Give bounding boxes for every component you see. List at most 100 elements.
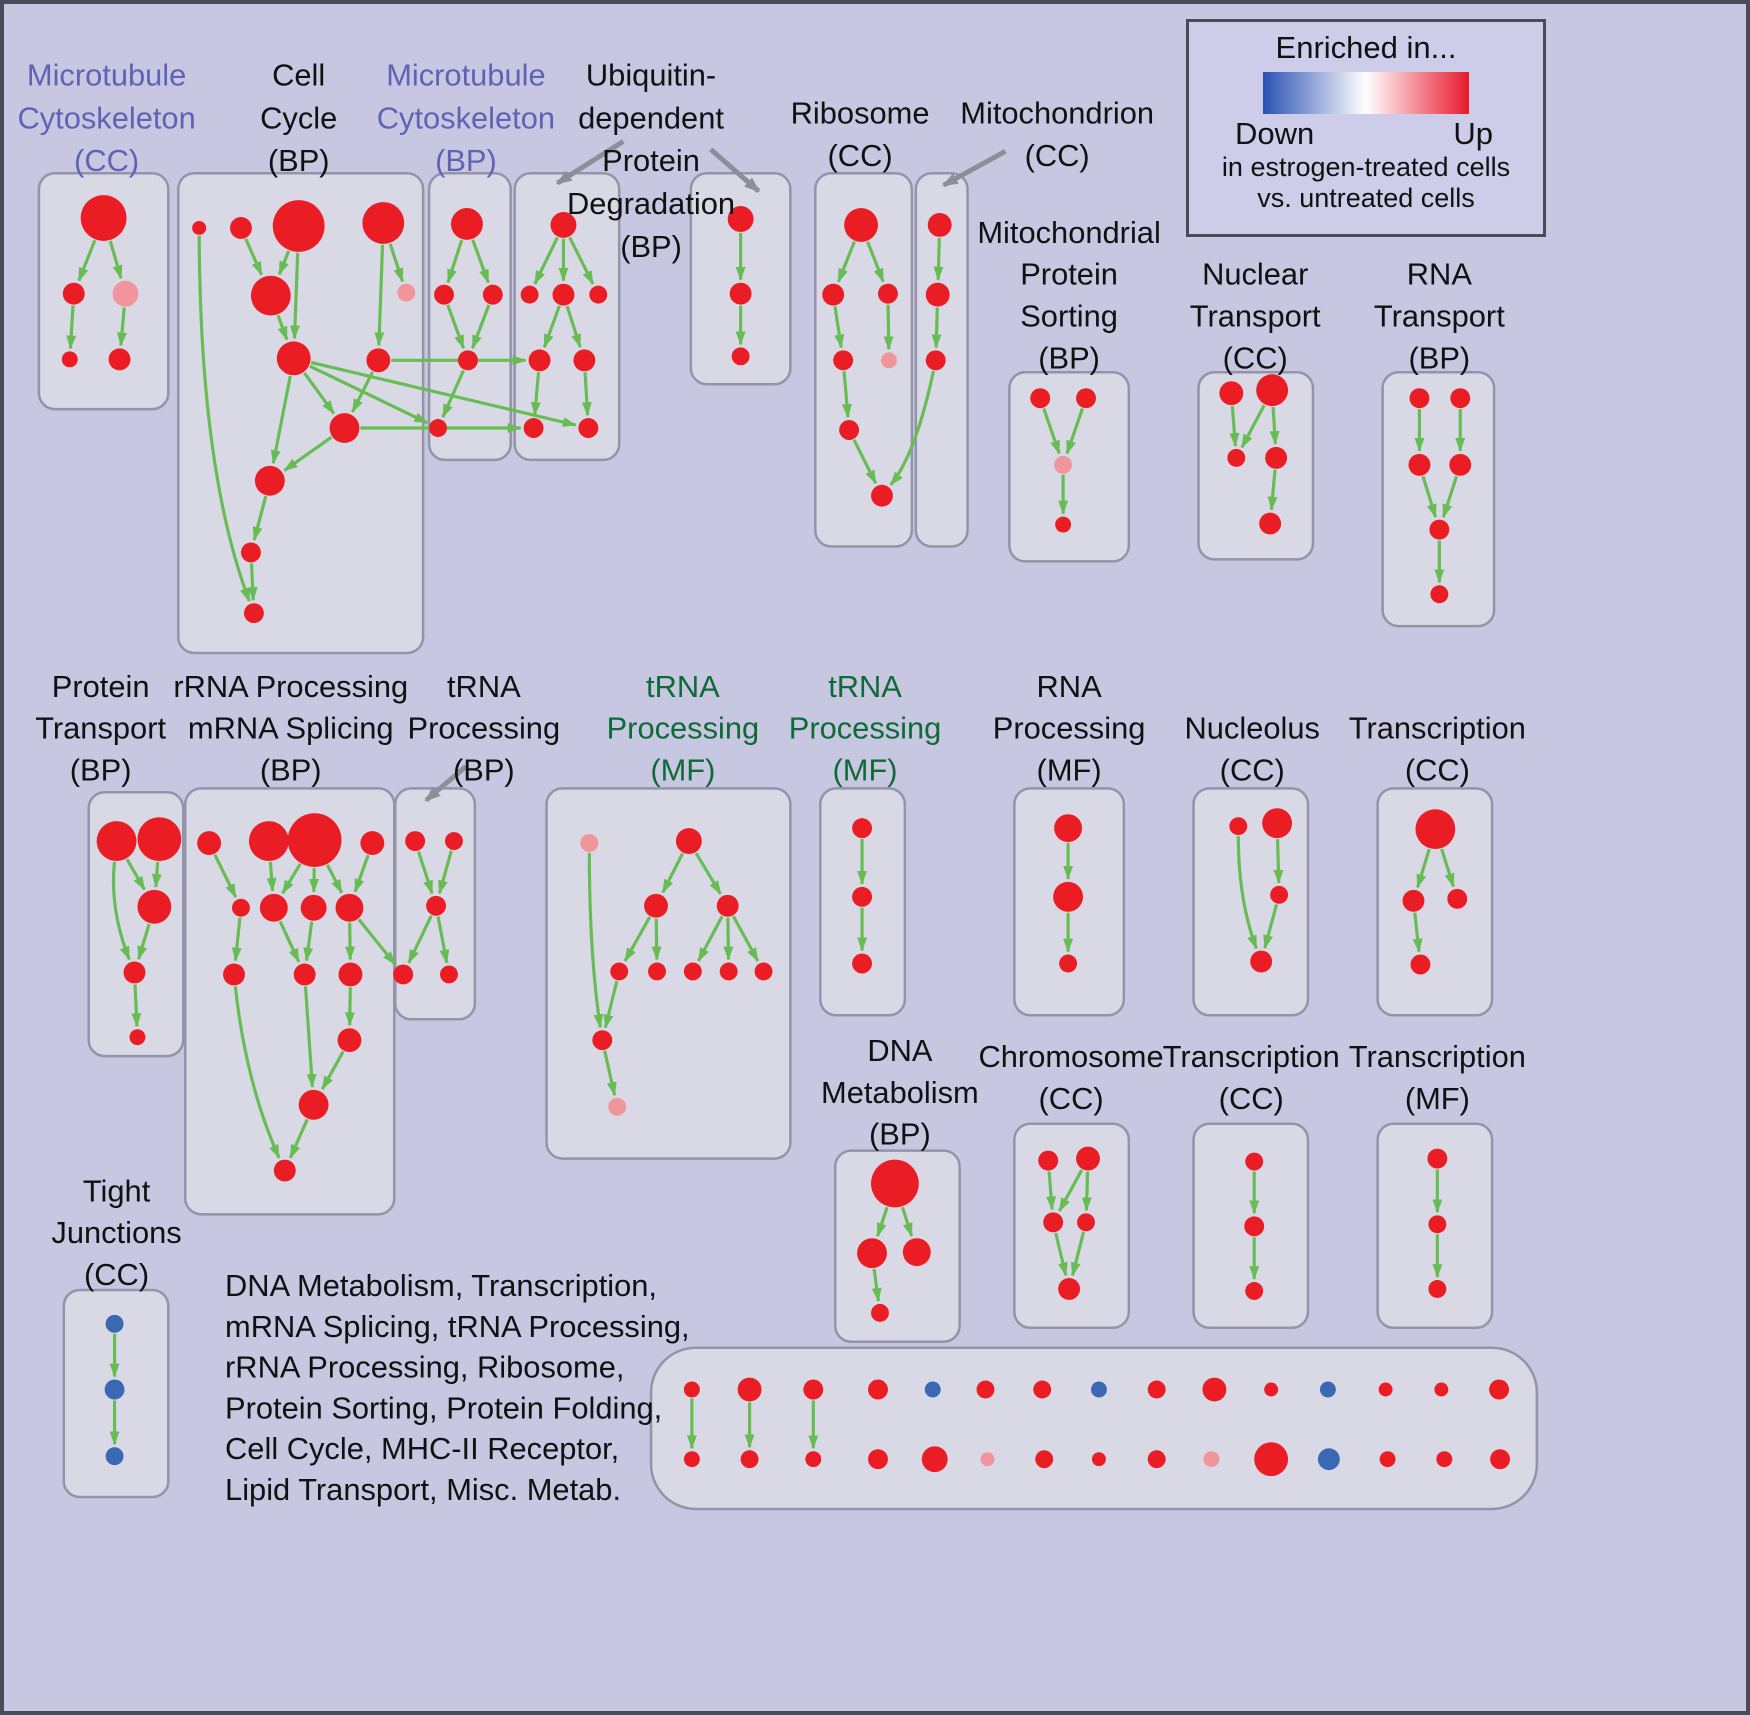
edge-r4-to-r6 [841, 371, 852, 419]
go-term-node-m2 [62, 282, 85, 305]
go-term-node-r1 [844, 208, 878, 242]
go-term-nodes [61, 195, 1511, 1477]
go-term-node-r5 [880, 352, 897, 369]
go-term-node-y4 [1410, 954, 1431, 975]
go-term-node-t3 [925, 350, 946, 371]
edge-z3-to-z4 [407, 914, 433, 964]
edge-a4-to-a5 [441, 369, 465, 418]
go-term-node-k29 [1436, 1451, 1453, 1468]
go-term-node-b4 [589, 285, 608, 304]
cluster-box-rna-transport-bp [1381, 371, 1496, 628]
edge-m2-to-m4 [66, 305, 77, 350]
go-term-node-c7 [276, 341, 311, 376]
edge-d1-to-d2 [876, 1206, 889, 1238]
edge-z2-to-z3 [437, 850, 453, 895]
go-term-node-q2 [248, 821, 289, 861]
go-term-node-k12 [1319, 1381, 1336, 1398]
go-term-node-n3 [1227, 448, 1246, 467]
go-term-node-k7 [1033, 1380, 1052, 1399]
go-term-node-w11 [608, 1097, 627, 1116]
go-term-node-k5 [924, 1381, 941, 1398]
go-term-node-w8 [719, 962, 738, 981]
go-term-node-k18 [805, 1451, 822, 1468]
go-term-node-k27 [1317, 1448, 1340, 1471]
edge-z1-to-z3 [417, 851, 434, 895]
go-term-node-k20 [921, 1446, 948, 1473]
go-term-node-w4 [716, 894, 739, 917]
go-term-node-k24 [1147, 1450, 1166, 1469]
go-term-node-w9 [754, 962, 773, 981]
label-pointer-arrow-2 [709, 147, 761, 193]
go-term-node-u2 [729, 282, 752, 305]
go-term-node-k23 [1091, 1452, 1106, 1467]
go-term-node-k26 [1254, 1442, 1289, 1477]
edge-r1-to-r3 [866, 241, 885, 283]
go-term-node-m4 [61, 351, 78, 368]
go-term-node-k30 [1490, 1449, 1511, 1470]
edge-y2-to-y4 [1412, 912, 1423, 953]
go-term-node-r3 [877, 283, 898, 304]
edge-c4-to-c8 [374, 244, 385, 347]
go-term-node-q11 [338, 962, 363, 987]
edge-r1-to-r2 [836, 241, 856, 283]
edge-a2-to-a4 [446, 304, 465, 350]
go-term-node-k1 [683, 1381, 700, 1398]
edge-c2-to-c5 [244, 238, 264, 276]
go-term-node-k4 [868, 1379, 888, 1400]
go-term-node-q13 [298, 1089, 329, 1120]
edge-b1-to-b2 [533, 236, 559, 285]
go-term-node-k25 [1203, 1451, 1220, 1468]
cluster-box-microtubule-cytoskeleton-cc [37, 171, 170, 411]
go-term-node-c3 [272, 200, 325, 252]
go-term-node-g3 [1245, 1282, 1264, 1300]
go-term-node-b6 [573, 349, 596, 372]
cluster-label-chromosome-cc: Chromosome(CC) [979, 1039, 1164, 1116]
go-term-node-w10 [592, 1030, 613, 1051]
go-term-node-s4 [1055, 516, 1072, 533]
legend-down-label: Down [1235, 116, 1315, 151]
go-term-node-r2 [822, 283, 845, 306]
edge-y1-to-y2 [1416, 848, 1431, 889]
go-term-node-b1 [550, 212, 577, 238]
go-term-node-l2 [1262, 808, 1293, 839]
go-term-node-w7 [683, 962, 702, 981]
edge-c3-to-c5 [277, 250, 291, 276]
go-term-node-r6 [839, 420, 860, 440]
edge-h1-to-h3 [1046, 1171, 1057, 1211]
go-term-node-p5 [129, 1029, 146, 1046]
go-term-node-z5 [440, 965, 458, 984]
edge-l3-to-l4 [1263, 904, 1279, 950]
edge-a3-to-a4 [471, 304, 491, 350]
edge-w3-to-w5 [623, 916, 652, 962]
go-term-node-z1 [405, 831, 426, 852]
edge-m3-to-m5 [117, 307, 127, 347]
go-term-node-k13 [1378, 1382, 1393, 1397]
edge-p1-to-p3 [125, 858, 146, 891]
go-term-node-w5 [610, 962, 629, 981]
edge-r2-to-r4 [833, 306, 845, 349]
edge-r3-to-r5 [883, 304, 894, 351]
go-term-node-b3 [552, 283, 575, 306]
misc-cluster-note: DNA Metabolism, Transcription,mRNA Splic… [225, 1268, 690, 1507]
go-term-node-q12 [337, 1028, 362, 1053]
go-term-node-k19 [868, 1449, 888, 1470]
go-term-node-b2 [520, 285, 539, 304]
edge-q3-to-q6 [281, 863, 302, 895]
edge-c9-to-c10 [283, 435, 333, 472]
go-term-node-c4 [362, 202, 405, 244]
edge-w3-to-w6 [651, 918, 662, 961]
go-term-node-o3 [1059, 954, 1078, 973]
edge-q9-to-q14 [233, 986, 281, 1159]
edge-c7-to-c9 [302, 371, 336, 415]
edge-q8-to-z4 [357, 918, 397, 966]
go-term-node-t1 [927, 213, 952, 237]
go-term-node-k9 [1147, 1380, 1166, 1399]
edge-x4-to-x5 [1441, 475, 1459, 519]
go-term-node-q5 [232, 898, 250, 917]
go-term-node-s1 [1030, 388, 1051, 409]
